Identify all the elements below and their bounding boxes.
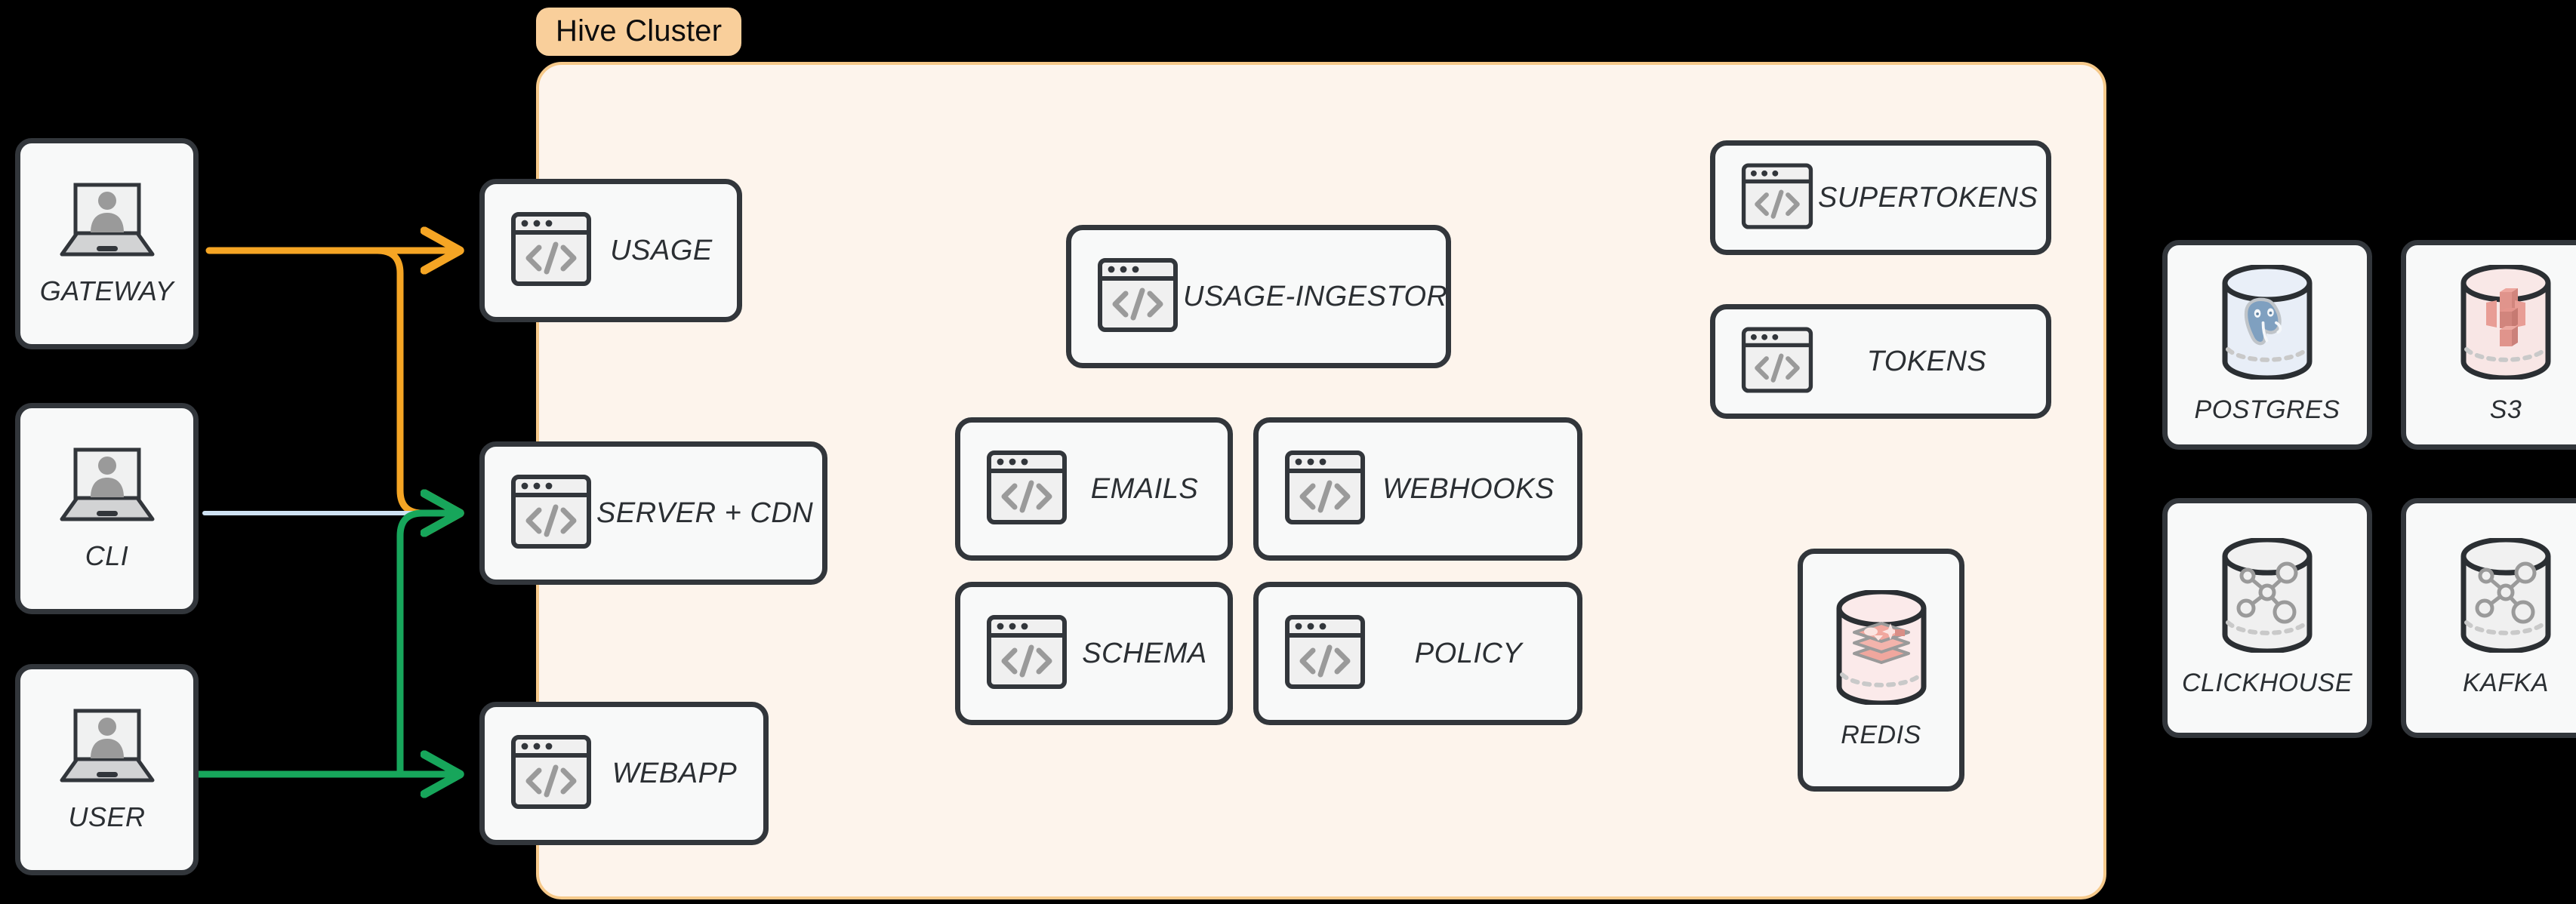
browser-code-icon bbox=[510, 474, 592, 553]
node-schema[interactable]: SCHEMA bbox=[955, 582, 1233, 725]
node-postgres[interactable]: POSTGRES bbox=[2162, 240, 2372, 450]
graph-cylinder-icon bbox=[2214, 537, 2320, 656]
node-label: S3 bbox=[2489, 395, 2522, 424]
node-label: SCHEMA bbox=[1082, 637, 1207, 669]
browser-code-icon bbox=[986, 614, 1068, 693]
laptop-user-icon bbox=[54, 181, 160, 265]
browser-code-icon bbox=[986, 450, 1068, 529]
node-policy[interactable]: POLICY bbox=[1253, 582, 1582, 725]
browser-code-icon bbox=[510, 211, 592, 291]
browser-code-icon bbox=[1741, 162, 1813, 234]
s3-cylinder-icon bbox=[2453, 263, 2559, 383]
wire-gateway-to-server-cdn bbox=[374, 247, 456, 513]
node-label: WEBAPP bbox=[612, 757, 738, 789]
node-supertokens[interactable]: SUPERTOKENS bbox=[1710, 140, 2051, 255]
node-webapp[interactable]: WEBAPP bbox=[479, 702, 769, 845]
node-label: EMAILS bbox=[1090, 472, 1199, 505]
node-gateway[interactable]: GATEWAY bbox=[15, 138, 199, 349]
browser-code-icon bbox=[510, 734, 592, 813]
browser-code-icon bbox=[1284, 614, 1366, 693]
node-s3[interactable]: S3 bbox=[2401, 240, 2576, 450]
node-label: USER bbox=[68, 801, 146, 832]
laptop-user-icon bbox=[54, 446, 160, 530]
node-usage-ingestor[interactable]: USAGE-INGESTOR bbox=[1066, 225, 1451, 368]
node-user[interactable]: USER bbox=[15, 664, 199, 875]
hive-cluster-label: Hive Cluster bbox=[536, 8, 742, 56]
node-webhooks[interactable]: WEBHOOKS bbox=[1253, 417, 1582, 561]
node-kafka[interactable]: KAFKA bbox=[2401, 498, 2576, 738]
node-server-cdn[interactable]: SERVER + CDN bbox=[479, 441, 827, 585]
node-label: USAGE bbox=[610, 234, 713, 266]
redis-cylinder-icon bbox=[1829, 589, 1934, 709]
node-label: SERVER + CDN bbox=[596, 497, 814, 529]
node-redis[interactable]: REDIS bbox=[1798, 549, 1964, 792]
node-label: CLI bbox=[85, 540, 129, 571]
node-tokens[interactable]: TOKENS bbox=[1710, 304, 2051, 419]
node-cli[interactable]: CLI bbox=[15, 403, 199, 614]
diagram-title: Hive Cluster architecture diagram bbox=[0, 16, 1, 17]
node-label: USAGE-INGESTOR bbox=[1183, 280, 1448, 312]
browser-code-icon bbox=[1741, 326, 1813, 398]
browser-code-icon bbox=[1284, 450, 1366, 529]
node-label: POLICY bbox=[1414, 637, 1523, 669]
graph-cylinder-icon bbox=[2453, 537, 2559, 656]
node-usage[interactable]: USAGE bbox=[479, 179, 742, 322]
laptop-user-icon bbox=[54, 707, 160, 791]
node-label: SUPERTOKENS bbox=[1818, 181, 2038, 214]
node-label: KAFKA bbox=[2463, 669, 2549, 697]
node-label: CLICKHOUSE bbox=[2181, 669, 2353, 697]
node-label: TOKENS bbox=[1866, 345, 1987, 377]
browser-code-icon bbox=[1097, 257, 1179, 337]
node-label: GATEWAY bbox=[39, 275, 174, 306]
node-emails[interactable]: EMAILS bbox=[955, 417, 1233, 561]
node-clickhouse[interactable]: CLICKHOUSE bbox=[2162, 498, 2372, 738]
wire-user-to-server-cdn bbox=[396, 513, 456, 778]
node-label: POSTGRES bbox=[2194, 395, 2340, 424]
node-label: REDIS bbox=[1841, 721, 1921, 749]
postgres-cylinder-icon bbox=[2214, 263, 2320, 383]
node-label: WEBHOOKS bbox=[1382, 472, 1555, 505]
